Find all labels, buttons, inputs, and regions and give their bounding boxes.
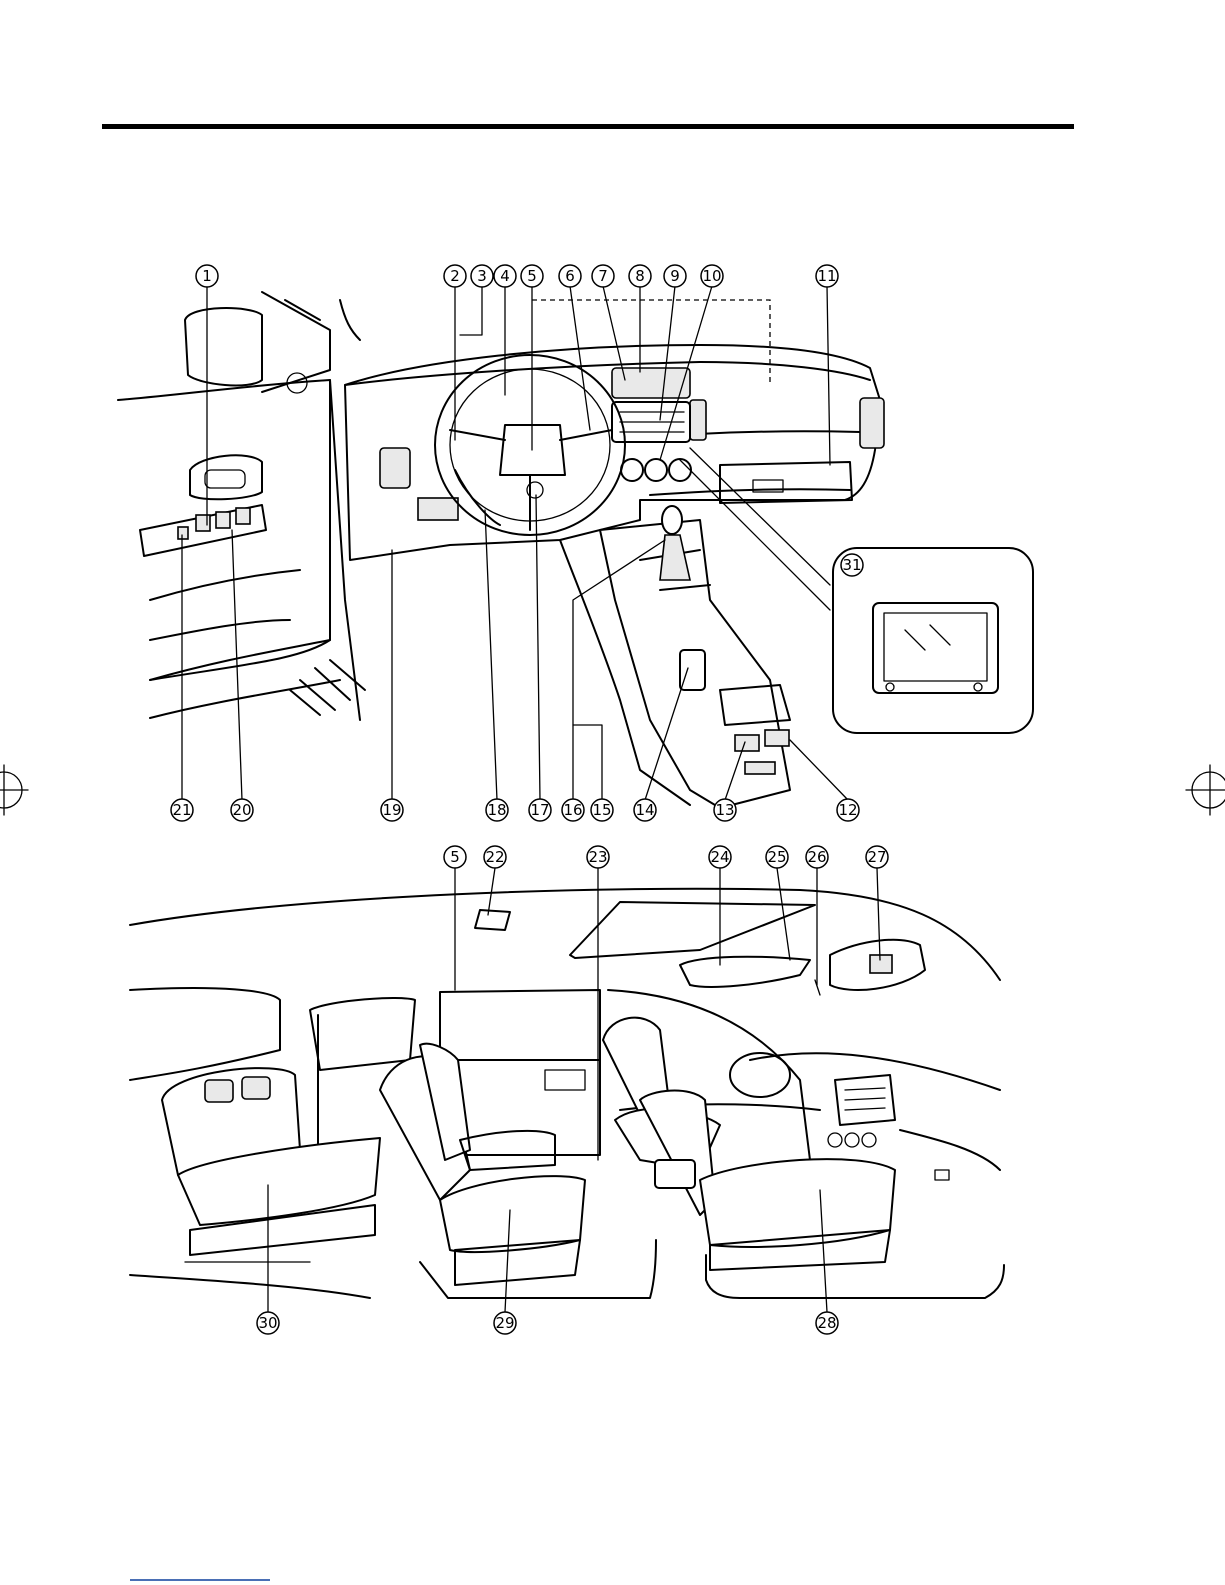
callout-3: 3: [471, 265, 493, 287]
svg-text:18: 18: [487, 801, 506, 819]
svg-text:23: 23: [588, 848, 607, 866]
callout-b28: 28: [816, 1312, 838, 1334]
svg-text:5: 5: [527, 267, 537, 285]
svg-text:16: 16: [563, 801, 582, 819]
callout-12: 12: [837, 799, 859, 821]
callout-7: 7: [592, 265, 614, 287]
front-seats: [603, 1018, 1000, 1270]
callout-16: 16: [562, 799, 584, 821]
callout-b27: 27: [866, 846, 888, 868]
callout-2: 2: [444, 265, 466, 287]
callout-b30: 30: [257, 1312, 279, 1334]
svg-text:19: 19: [382, 801, 401, 819]
callout-20: 20: [231, 799, 253, 821]
svg-text:20: 20: [232, 801, 251, 819]
svg-text:28: 28: [817, 1314, 836, 1332]
callout-14: 14: [634, 799, 656, 821]
callout-19: 19: [381, 799, 403, 821]
callout-15: 15: [591, 799, 613, 821]
callout-10: 10: [701, 265, 723, 287]
svg-text:7: 7: [598, 267, 608, 285]
svg-text:15: 15: [592, 801, 611, 819]
svg-text:9: 9: [670, 267, 680, 285]
svg-text:8: 8: [635, 267, 645, 285]
door-panel: [118, 292, 365, 720]
callout-1: 1: [196, 265, 218, 287]
callout-b5: 5: [444, 846, 466, 868]
callout-b22: 22: [484, 846, 506, 868]
callout-6: 6: [559, 265, 581, 287]
callout-9: 9: [664, 265, 686, 287]
svg-text:4: 4: [500, 267, 510, 285]
svg-text:10: 10: [702, 267, 721, 285]
callout-21: 21: [171, 799, 193, 821]
header-rule: [102, 124, 1074, 129]
third-row-seat: [162, 1068, 380, 1262]
callout-31: 31: [841, 554, 863, 576]
dashboard-illustration: [118, 286, 1033, 808]
callout-b29: 29: [494, 1312, 516, 1334]
callout-13: 13: [714, 799, 736, 821]
svg-text:12: 12: [838, 801, 857, 819]
svg-text:22: 22: [485, 848, 504, 866]
center-console: [560, 506, 790, 808]
callout-b24: 24: [709, 846, 731, 868]
svg-text:27: 27: [867, 848, 886, 866]
callout-b25: 25: [766, 846, 788, 868]
second-row-seat: [380, 1044, 585, 1285]
callout-17: 17: [529, 799, 551, 821]
svg-text:29: 29: [495, 1314, 514, 1332]
svg-text:6: 6: [565, 267, 575, 285]
svg-text:31: 31: [842, 556, 861, 574]
svg-text:21: 21: [172, 801, 191, 819]
svg-text:14: 14: [635, 801, 654, 819]
svg-text:25: 25: [767, 848, 786, 866]
svg-text:2: 2: [450, 267, 460, 285]
callout-18: 18: [486, 799, 508, 821]
callout-b26: 26: [806, 846, 828, 868]
callout-b23: 23: [587, 846, 609, 868]
svg-text:5: 5: [450, 848, 460, 866]
svg-text:13: 13: [715, 801, 734, 819]
svg-text:1: 1: [202, 267, 212, 285]
callout-5: 5: [521, 265, 543, 287]
svg-text:17: 17: [530, 801, 549, 819]
svg-text:24: 24: [710, 848, 729, 866]
cabin-illustration: [130, 868, 1004, 1312]
registration-mark-right: [1186, 765, 1225, 815]
svg-text:26: 26: [807, 848, 826, 866]
callout-4: 4: [494, 265, 516, 287]
svg-text:3: 3: [477, 267, 487, 285]
svg-text:11: 11: [817, 267, 836, 285]
svg-text:30: 30: [258, 1314, 277, 1332]
registration-mark-left: [0, 765, 28, 815]
callout-11: 11: [816, 265, 838, 287]
callout-8: 8: [629, 265, 651, 287]
